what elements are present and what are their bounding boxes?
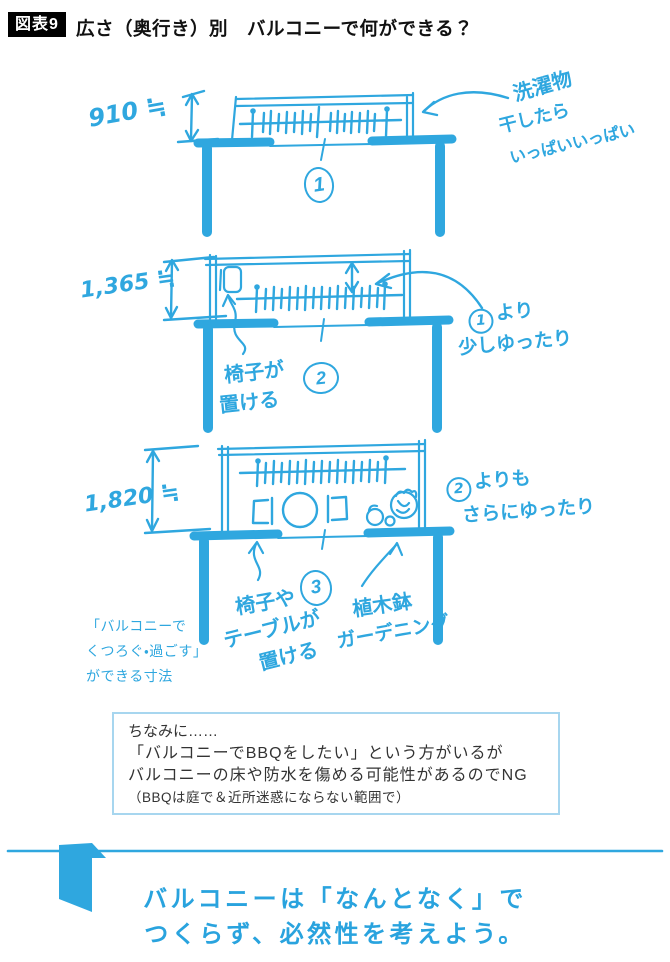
room-opening-3: [277, 529, 369, 550]
relax-note-line1: 「バルコニーで: [86, 618, 187, 634]
relax-dimension-note: 「バルコニーで くつろぐ・過ごす」 ができる寸法: [86, 614, 207, 689]
approx-sign-3: ≒: [159, 479, 181, 507]
bbq-note-line2: 「バルコニーでBBQをしたい」という方がいるが: [128, 745, 504, 762]
diagram-number-1-value: 1: [311, 172, 326, 197]
ref-circle-1-value: 1: [475, 312, 487, 330]
side-walls-1: [202, 141, 445, 237]
balcony-railing-1: [230, 91, 415, 143]
wall-3: [189, 526, 455, 541]
room-opening-2: [273, 318, 370, 342]
roomier-note-arrow-2: [374, 270, 484, 310]
bbq-note-line4: （BBQは庭で＆近所迷惑にならない範囲で）: [128, 790, 411, 805]
room-opening-1: [269, 138, 373, 161]
ref-circle-2: 2: [445, 475, 473, 503]
laundry-icon-2: [235, 281, 404, 314]
diagram-number-2-value: 2: [314, 367, 327, 388]
side-walls-2: [203, 322, 442, 433]
roomier-note-3-text1: よりも: [473, 467, 532, 493]
bbq-note-line3: バルコニーの床や防水を傷める可能性があるのでNG: [128, 767, 528, 784]
ref-circle-2-value: 2: [453, 480, 465, 498]
approx-sign-2: ≒: [155, 265, 177, 293]
garden-note-arrow-3: [360, 541, 404, 588]
space-arrow-2: [344, 261, 360, 294]
ribbon-icon: [59, 843, 106, 912]
balcony-railing-3: [216, 438, 427, 534]
page-title: 広さ（奥行き）別 バルコニーで何ができる？: [76, 18, 474, 39]
bbq-note-box: ちなみに…… 「バルコニーでBBQをしたい」という方がいるが バルコニーの床や防…: [112, 712, 560, 815]
footer-slogan-line2: つくらず、必然性を考えよう。: [144, 921, 526, 948]
diagram-number-3-value: 3: [309, 576, 323, 599]
laundry-icon-1: [238, 105, 403, 139]
table-icon-3: [281, 491, 319, 529]
footer-slogan-line1: バルコニーは「なんとなく」で: [143, 886, 527, 913]
laundry-icon-3: [238, 455, 407, 488]
figure-tag: 図表9: [8, 12, 66, 38]
footer-slogan: バルコニーは「なんとなく」で つくらず、必然性を考えよう。: [0, 882, 670, 952]
dimension-arrow-3: [143, 444, 212, 535]
chair-note-arrow-2: [221, 293, 247, 356]
laundry-note-arrow-1: [421, 91, 510, 117]
table-note-arrow-3: [247, 540, 265, 582]
chair-icon-2: [218, 265, 243, 294]
relax-note-line2: くつろぐ・過ごす」: [86, 643, 208, 659]
balcony-railing-2: [203, 248, 412, 324]
wall-1: [193, 134, 457, 148]
plants-icon-3: [365, 488, 419, 527]
side-walls-3: [199, 532, 443, 645]
dimension-arrow-1: [176, 89, 220, 144]
relax-note-line3: ができる寸法: [86, 668, 173, 684]
roomier-note-2-text1: より: [494, 299, 535, 325]
bbq-note-line1: ちなみに……: [128, 723, 219, 740]
chairs-icon-3: [251, 494, 349, 526]
wall-2: [193, 315, 454, 329]
